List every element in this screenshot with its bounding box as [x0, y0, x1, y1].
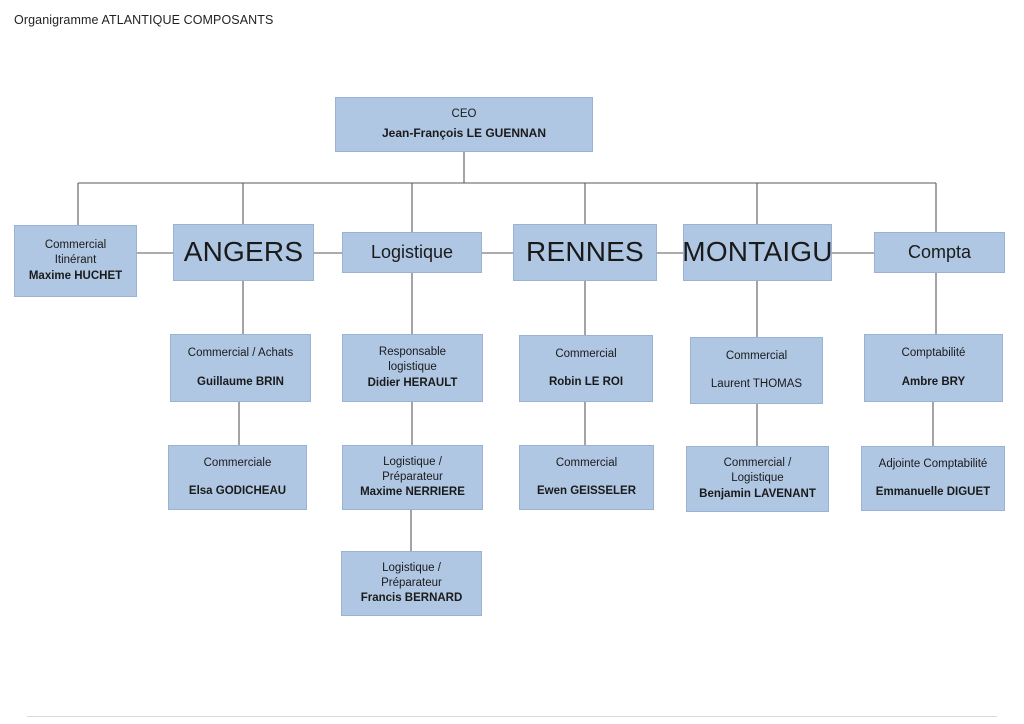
org-node-rennes[interactable]: RENNES: [513, 224, 657, 281]
org-node-role: CEO: [451, 108, 477, 120]
org-node-francis-bernard[interactable]: Logistique / Préparateur Francis BERNARD: [341, 551, 482, 616]
page-title: Organigramme ATLANTIQUE COMPOSANTS: [14, 13, 274, 27]
org-node-guillaume-brin[interactable]: Commercial / Achats Guillaume BRIN: [170, 334, 311, 402]
org-node-role: Responsable logistique: [378, 346, 447, 374]
org-node-compta[interactable]: Compta: [874, 232, 1005, 273]
org-node-role: Logistique / Préparateur: [382, 455, 443, 483]
org-node-role: Commercial: [555, 347, 617, 360]
org-node-person: Francis BERNARD: [360, 592, 463, 605]
org-node-person: Maxime HUCHET: [28, 269, 123, 282]
org-node-role: Commercial Itinérant: [44, 239, 107, 267]
org-node-person: Laurent THOMAS: [710, 378, 803, 390]
org-node-role: Comptabilité: [901, 347, 966, 360]
page-bottom-rule: [27, 716, 997, 717]
org-node-role: MONTAIGU: [682, 236, 833, 268]
org-node-commercial-itinerant[interactable]: Commercial Itinérant Maxime HUCHET: [14, 225, 137, 297]
org-node-role: Adjointe Comptabilité: [878, 457, 988, 470]
org-node-role: Commercial: [725, 349, 788, 362]
org-node-ambre-bry[interactable]: Comptabilité Ambre BRY: [864, 334, 1003, 402]
org-node-didier-herault[interactable]: Responsable logistique Didier HERAULT: [342, 334, 483, 402]
org-node-person: Jean-François LE GUENNAN: [381, 126, 547, 141]
org-node-person: Maxime NERRIERE: [360, 486, 465, 499]
org-node-role: Commerciale: [203, 456, 272, 469]
org-node-role: Logistique: [370, 241, 454, 262]
org-node-ceo[interactable]: CEO Jean-François LE GUENNAN: [335, 97, 593, 152]
org-node-role: Logistique / Préparateur: [381, 561, 442, 589]
org-node-role: Commercial / Achats: [187, 347, 294, 360]
org-node-role: Commercial / Logistique: [723, 457, 792, 485]
org-node-person: Ambre BRY: [901, 375, 966, 388]
org-node-robin-le-roi[interactable]: Commercial Robin LE ROI: [519, 335, 653, 402]
org-node-laurent-thomas[interactable]: Commercial Laurent THOMAS: [690, 337, 823, 404]
org-node-emmanuelle-diguet[interactable]: Adjointe Comptabilité Emmanuelle DIGUET: [861, 446, 1005, 511]
org-node-maxime-nerriere[interactable]: Logistique / Préparateur Maxime NERRIERE: [342, 445, 483, 510]
org-node-person: Guillaume BRIN: [197, 375, 284, 388]
org-node-person: Elsa GODICHEAU: [188, 485, 287, 497]
org-node-role: ANGERS: [183, 236, 304, 268]
org-node-role: RENNES: [526, 236, 644, 268]
org-node-angers[interactable]: ANGERS: [173, 224, 314, 281]
org-node-elsa-godicheau[interactable]: Commerciale Elsa GODICHEAU: [168, 445, 307, 510]
org-node-benjamin-lavenant[interactable]: Commercial / Logistique Benjamin LAVENAN…: [686, 446, 829, 512]
org-node-montaigu[interactable]: MONTAIGU: [682, 224, 833, 281]
org-node-ewen-geisseler[interactable]: Commercial Ewen GEISSELER: [519, 445, 654, 510]
org-node-person: Ewen GEISSELER: [536, 485, 637, 497]
org-node-person: Benjamin LAVENANT: [699, 487, 816, 500]
org-node-person: Emmanuelle DIGUET: [875, 486, 991, 498]
org-node-logistique[interactable]: Logistique: [342, 232, 482, 273]
org-node-person: Robin LE ROI: [548, 376, 624, 388]
org-node-person: Didier HERAULT: [367, 376, 458, 389]
org-node-role: Commercial: [555, 456, 618, 469]
org-node-role: Compta: [907, 241, 972, 262]
